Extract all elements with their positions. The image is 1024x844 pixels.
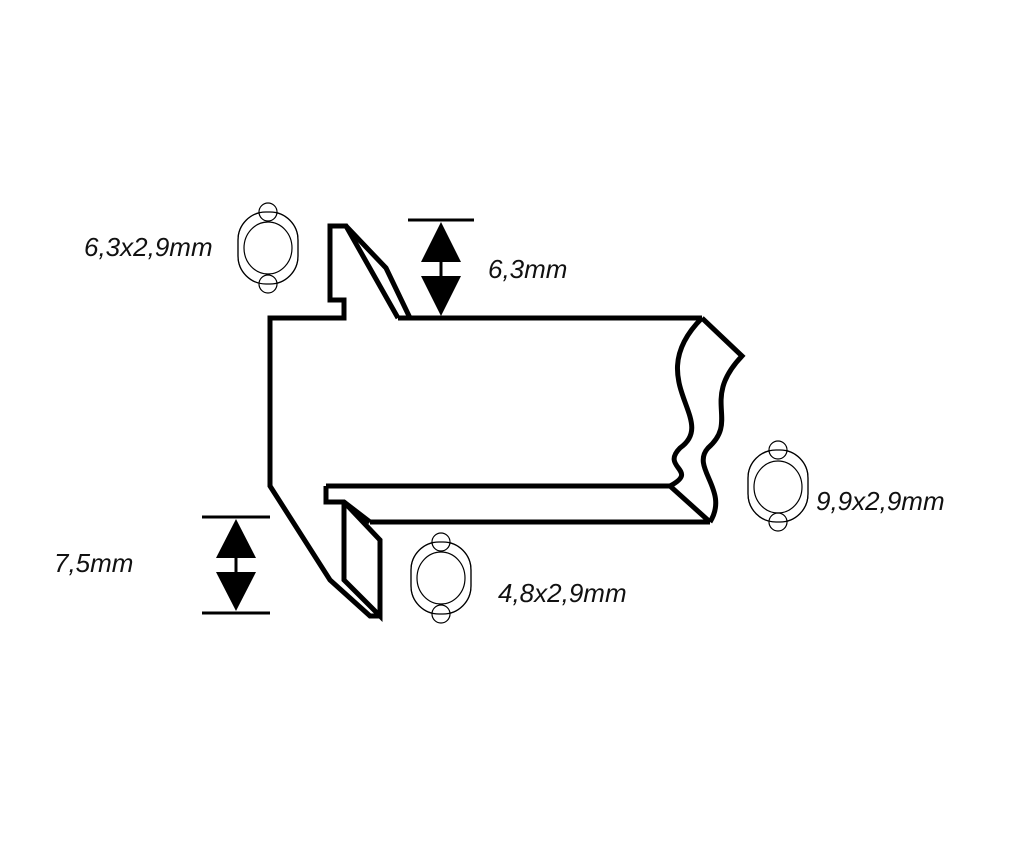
strip-cut-front <box>668 316 704 489</box>
hole-icon-right <box>747 440 809 532</box>
bottom-notch <box>323 486 372 524</box>
hole-bottom-label: 4,8x2,9mm <box>498 578 627 608</box>
top-dim-up-arrow <box>421 222 461 262</box>
bottom-dim-up-arrow <box>216 519 256 558</box>
strip-bottom-diagonal <box>668 484 712 524</box>
bottom-dim-down-arrow <box>216 572 256 611</box>
top-dimension-marker: 6,3mm <box>408 218 567 316</box>
upper-latch-edge <box>344 224 413 320</box>
top-dim-down-arrow <box>421 276 461 316</box>
bottom-dimension-label: 7,5mm <box>54 548 133 578</box>
bottom-dimension-marker: 7,5mm <box>54 515 270 615</box>
terminal-body <box>267 223 746 623</box>
hole-right-label: 9,9x2,9mm <box>816 486 945 516</box>
hole-top-left-label: 6,3x2,9mm <box>84 232 213 262</box>
top-dimension-label: 6,3mm <box>488 254 567 284</box>
hole-icon-bottom <box>410 532 472 624</box>
hole-icon-top-left <box>237 202 299 294</box>
strip-cut-back <box>700 316 746 524</box>
lower-tab <box>341 500 383 623</box>
body-outline <box>267 223 401 619</box>
